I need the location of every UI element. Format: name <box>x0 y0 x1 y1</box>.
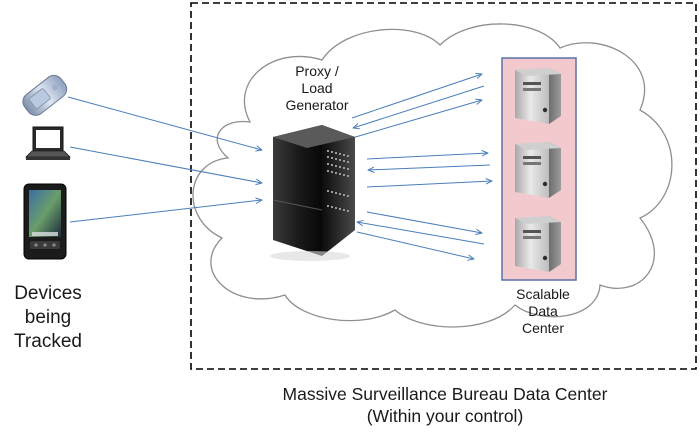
devices-label: Devices being Tracked <box>0 282 96 353</box>
server-icon <box>515 142 561 198</box>
devices-label-line: Tracked <box>14 330 82 352</box>
datacenter-label-line: Center <box>521 320 565 337</box>
datacenter-label-line: Data <box>528 303 558 320</box>
phone-icon <box>22 74 68 116</box>
caption-subtitle: (Within your control) <box>366 406 524 427</box>
caption-title: Massive Surveillance Bureau Data Center <box>282 384 608 404</box>
proxy-label-line: Proxy / <box>295 63 339 79</box>
devices-label-line: Devices <box>14 283 82 304</box>
smartphone-icon <box>23 183 67 260</box>
laptop-icon <box>25 126 71 160</box>
datacenter-label: Scalable Data Center <box>488 286 598 337</box>
datacenter-servers <box>515 68 561 272</box>
server-arrows <box>351 74 492 259</box>
datacenter-label-line: Scalable <box>516 286 570 302</box>
proxy-label-line: Load <box>301 80 333 97</box>
devices-label-line: being <box>24 306 72 328</box>
proxy-server-icon <box>270 125 355 261</box>
proxy-label-line: Generator <box>285 97 349 114</box>
bureau-caption: Massive Surveillance Bureau Data Center … <box>190 383 700 427</box>
server-icon <box>515 216 561 272</box>
bureau-boundary <box>190 2 697 370</box>
proxy-label: Proxy / Load Generator <box>262 63 372 114</box>
server-icon <box>515 68 561 124</box>
device-arrows <box>67 96 262 223</box>
